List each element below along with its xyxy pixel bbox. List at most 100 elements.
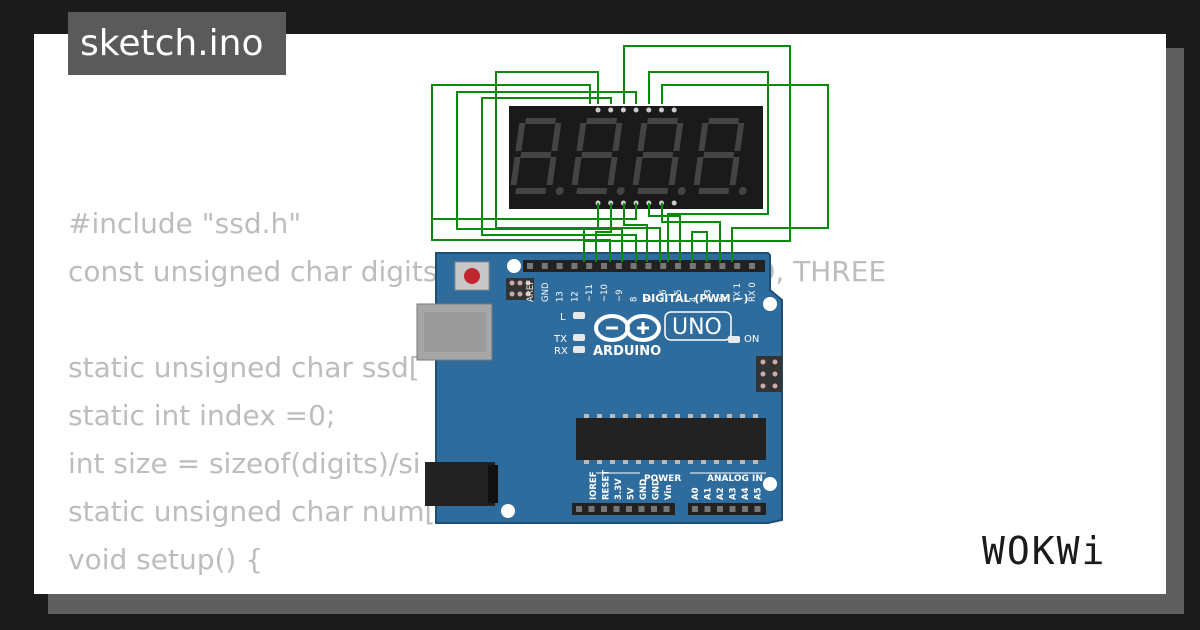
analog-pin-label: A0 bbox=[691, 487, 701, 500]
uno-label: UNO bbox=[672, 315, 722, 340]
header-pin[interactable] bbox=[613, 506, 620, 512]
header-pin[interactable] bbox=[717, 506, 723, 512]
header-pin[interactable] bbox=[588, 506, 595, 512]
digital-pin-label: ~10 bbox=[600, 284, 610, 302]
segment-g bbox=[642, 152, 674, 158]
segment-c bbox=[668, 157, 679, 185]
wire bbox=[431, 84, 591, 219]
power-jack-edge bbox=[488, 465, 498, 503]
segment-g bbox=[703, 152, 735, 158]
digit bbox=[510, 118, 564, 195]
chip-pin bbox=[753, 414, 758, 418]
code-line: static int index =0; bbox=[68, 399, 336, 432]
header-pin[interactable] bbox=[576, 506, 582, 512]
segment-b bbox=[673, 123, 684, 151]
header-pin[interactable] bbox=[638, 506, 645, 512]
header-pin[interactable] bbox=[527, 263, 533, 269]
header-pin[interactable] bbox=[675, 263, 681, 269]
segment-g bbox=[581, 152, 613, 158]
segment-e bbox=[632, 157, 643, 185]
header-pin[interactable] bbox=[689, 263, 696, 269]
wire bbox=[661, 203, 721, 262]
power-pin-label: 3.3V bbox=[614, 478, 624, 500]
header-pin[interactable] bbox=[645, 263, 652, 269]
header-pin[interactable] bbox=[704, 263, 711, 269]
header-pin[interactable] bbox=[601, 506, 607, 512]
chip-pin bbox=[610, 414, 615, 418]
header-pin[interactable] bbox=[734, 263, 741, 269]
analog-label: ANALOG IN bbox=[707, 474, 763, 484]
led-on bbox=[728, 336, 740, 343]
display-pin[interactable] bbox=[659, 107, 664, 113]
digital-pin-label: ~5 bbox=[674, 289, 684, 302]
header-pin[interactable] bbox=[692, 506, 698, 512]
segment-f bbox=[576, 123, 587, 151]
header-pin[interactable] bbox=[663, 506, 670, 512]
header-pin[interactable] bbox=[754, 506, 761, 512]
seven-segment-display[interactable] bbox=[509, 106, 763, 209]
file-tab[interactable]: sketch.ino bbox=[68, 12, 286, 75]
segment-b bbox=[612, 123, 623, 151]
digital-pin-label: ~3 bbox=[704, 289, 714, 302]
chip-pin bbox=[675, 460, 680, 464]
wires bbox=[431, 45, 829, 262]
segment-b bbox=[551, 123, 562, 151]
header-pin[interactable] bbox=[729, 506, 736, 512]
display-pin[interactable] bbox=[608, 107, 614, 113]
segment-dp bbox=[555, 187, 564, 195]
chip-pin bbox=[701, 460, 706, 464]
header-pin[interactable] bbox=[719, 263, 726, 269]
analog-pin-label: A2 bbox=[716, 487, 726, 500]
segment-d bbox=[698, 188, 730, 194]
header-pin[interactable] bbox=[556, 263, 563, 269]
chip-pin bbox=[584, 460, 589, 464]
display-pin[interactable] bbox=[633, 107, 639, 113]
segment-dp bbox=[616, 187, 625, 195]
header-pin[interactable] bbox=[749, 263, 755, 269]
code-editor: #include "ssd.h"const unsigned char digi… bbox=[68, 200, 886, 594]
display-pin[interactable] bbox=[671, 200, 677, 206]
code-line: Serial.begin(9600); bbox=[68, 584, 886, 594]
header-pin[interactable] bbox=[630, 263, 637, 269]
header-pin[interactable] bbox=[626, 506, 632, 512]
display-pin[interactable] bbox=[595, 107, 601, 113]
arduino-brand: ARDUINO bbox=[593, 344, 661, 359]
led-tx-label: TX bbox=[553, 334, 567, 345]
header-pin[interactable] bbox=[601, 263, 607, 269]
digital-header bbox=[523, 260, 765, 272]
display-pin[interactable] bbox=[671, 107, 677, 113]
header-pin[interactable] bbox=[541, 263, 548, 269]
segment-c bbox=[607, 157, 618, 185]
reset-button[interactable] bbox=[454, 261, 490, 291]
header-pin[interactable] bbox=[704, 506, 711, 512]
header-pin[interactable] bbox=[586, 263, 593, 269]
header-pin[interactable] bbox=[651, 506, 657, 512]
segment-b bbox=[734, 123, 745, 151]
display-pin[interactable] bbox=[620, 107, 626, 113]
wire bbox=[583, 203, 599, 262]
code-line: static unsigned char num[ bbox=[68, 495, 436, 528]
segment-d bbox=[576, 188, 608, 194]
header-pin[interactable] bbox=[660, 263, 667, 269]
wire bbox=[691, 231, 708, 262]
wire bbox=[431, 203, 637, 262]
header-pin[interactable] bbox=[615, 263, 622, 269]
analog-pin-label: A5 bbox=[754, 487, 764, 500]
code-line: int size = sizeof(digits)/si bbox=[68, 447, 421, 480]
header-pin[interactable] bbox=[742, 506, 748, 512]
header-pin[interactable] bbox=[571, 263, 578, 269]
code-line: void setup() { bbox=[68, 543, 264, 576]
digital-pin-label: 7 bbox=[644, 297, 654, 302]
digital-pin-label: ~11 bbox=[585, 284, 595, 302]
icsp-header bbox=[506, 278, 534, 300]
mounting-hole bbox=[501, 504, 515, 518]
display-pin[interactable] bbox=[646, 107, 652, 113]
digital-pin-label: TX 1 bbox=[733, 283, 743, 303]
display-pins bbox=[595, 107, 677, 206]
chip-pin bbox=[753, 460, 758, 464]
arduino-logo-icon bbox=[594, 314, 661, 342]
